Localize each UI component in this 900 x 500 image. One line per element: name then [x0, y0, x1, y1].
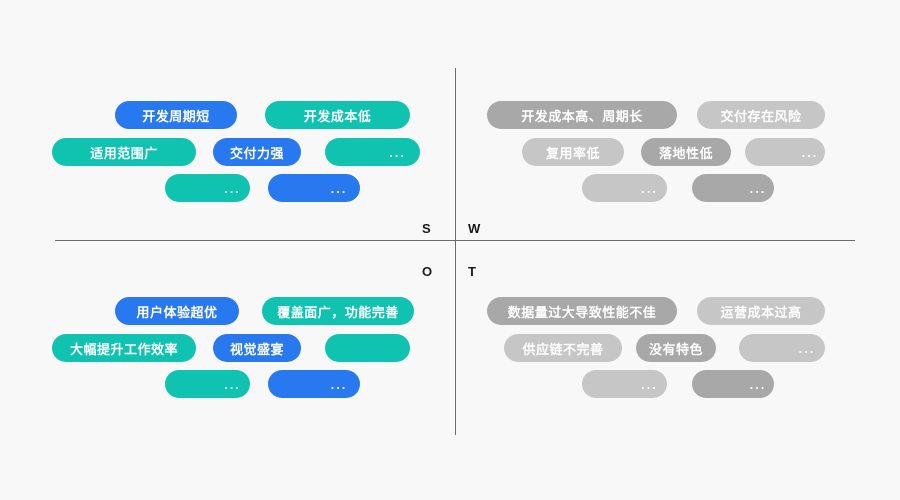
pill-label: 覆盖面广，功能完善: [277, 304, 399, 320]
pill-label: 交付存在风险: [720, 108, 802, 124]
pill-label: 开发成本低: [303, 108, 372, 124]
pill-ellipsis-label: ...: [330, 180, 348, 196]
swot-pill[interactable]: ...: [582, 370, 667, 398]
swot-pill[interactable]: 大幅提升工作效率: [52, 334, 196, 362]
quadrant-label-strengths: S: [422, 221, 432, 236]
swot-pill[interactable]: 适用范围广: [52, 138, 196, 166]
quadrant-label-opportunities: O: [422, 264, 433, 279]
swot-pill[interactable]: 开发成本低: [265, 101, 410, 129]
swot-pill[interactable]: [325, 334, 410, 362]
swot-pill[interactable]: ...: [165, 370, 250, 398]
pill-ellipsis-label: ...: [389, 144, 406, 160]
pill-ellipsis-label: ...: [798, 340, 816, 356]
swot-pill[interactable]: 开发周期短: [115, 101, 237, 129]
swot-pill[interactable]: 落地性低: [641, 138, 731, 166]
pill-label: 供应链不完善: [522, 341, 604, 357]
swot-pill[interactable]: ...: [582, 174, 667, 202]
swot-pill[interactable]: ...: [325, 138, 420, 166]
pill-label: 用户体验超优: [136, 304, 218, 320]
swot-pill[interactable]: ...: [745, 138, 825, 166]
pill-label: 交付力强: [229, 145, 284, 161]
pill-ellipsis-label: ...: [224, 376, 241, 392]
swot-pill[interactable]: 覆盖面广，功能完善: [262, 297, 414, 325]
pill-ellipsis-label: ...: [749, 376, 767, 392]
pill-label: 落地性低: [658, 145, 713, 161]
swot-pill[interactable]: ...: [165, 174, 250, 202]
swot-pill[interactable]: 没有特色: [636, 334, 716, 362]
pill-label: 开发周期短: [142, 108, 210, 124]
pill-label: 运营成本过高: [720, 304, 802, 320]
swot-pill[interactable]: ...: [739, 334, 825, 362]
pill-label: 大幅提升工作效率: [69, 341, 178, 357]
quadrant-label-weaknesses: W: [468, 221, 481, 236]
swot-pill[interactable]: ...: [692, 174, 774, 202]
pill-label: 开发成本高、周期长: [521, 108, 643, 124]
swot-pill[interactable]: ...: [268, 174, 360, 202]
pill-label: 复用率低: [545, 145, 600, 161]
swot-pill[interactable]: 数据量过大导致性能不佳: [487, 297, 677, 325]
quadrant-label-threats: T: [468, 264, 477, 279]
vertical-divider: [455, 68, 456, 435]
swot-pill[interactable]: 运营成本过高: [697, 297, 825, 325]
swot-pill[interactable]: 用户体验超优: [115, 297, 239, 325]
pill-ellipsis-label: ...: [749, 180, 767, 196]
pill-ellipsis-label: ...: [641, 180, 658, 196]
pill-label: 数据量过大导致性能不佳: [507, 304, 657, 320]
pill-ellipsis-label: ...: [801, 144, 819, 160]
swot-pill[interactable]: 交付存在风险: [697, 101, 825, 129]
horizontal-divider: [55, 240, 855, 241]
pill-label: 适用范围广: [90, 145, 158, 161]
pill-ellipsis-label: ...: [224, 180, 241, 196]
swot-pill[interactable]: 开发成本高、周期长: [487, 101, 677, 129]
pill-label: 视觉盛宴: [229, 341, 284, 357]
swot-pill[interactable]: 供应链不完善: [504, 334, 622, 362]
pill-label: 没有特色: [648, 341, 703, 357]
swot-pill[interactable]: ...: [268, 370, 360, 398]
swot-pill[interactable]: 交付力强: [213, 138, 301, 166]
swot-pill[interactable]: 视觉盛宴: [213, 334, 301, 362]
swot-pill[interactable]: ...: [692, 370, 774, 398]
pill-ellipsis-label: ...: [641, 376, 658, 392]
pill-ellipsis-label: ...: [330, 376, 348, 392]
swot-pill[interactable]: 复用率低: [522, 138, 624, 166]
